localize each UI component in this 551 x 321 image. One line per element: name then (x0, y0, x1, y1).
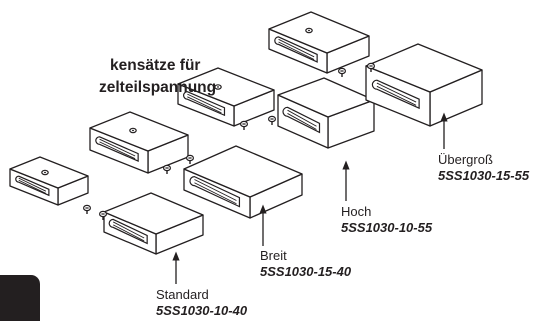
screw-icon (163, 164, 172, 174)
page-subtitle: zelteilspannung (99, 78, 216, 98)
screw-group (82, 62, 376, 220)
block-top-face (365, 43, 483, 93)
caption-hoch: Hoch 5SS1030-10-55 (341, 204, 432, 236)
block-slot-inner (99, 138, 136, 160)
block-breit (183, 145, 303, 219)
screw-hole-center (217, 86, 219, 88)
block-row4-left (268, 11, 370, 74)
caption-uebergross: Übergroß 5SS1030-15-55 (438, 152, 529, 184)
block-top-face (89, 111, 189, 152)
block-top-face (103, 192, 204, 235)
part-number: 5SS1030-10-55 (341, 220, 433, 235)
screw-icon (338, 67, 347, 77)
block-top-face (9, 156, 89, 189)
page-tab-marker (0, 275, 40, 321)
screw-icon (240, 120, 249, 130)
screw-icon (367, 62, 376, 72)
block-row2-left (89, 111, 189, 174)
arrow-group (172, 112, 448, 284)
block-slot-inner (112, 221, 145, 242)
caption-standard: Standard 5SS1030-10-40 (156, 287, 247, 319)
block-slot (282, 106, 321, 134)
block-slot (371, 79, 420, 110)
part-number: 5SS1030-10-40 (156, 303, 248, 318)
block-group (9, 11, 483, 255)
screw-icon (82, 204, 91, 214)
block-standard (103, 192, 204, 255)
block-slot (95, 136, 139, 163)
variant-name: Standard (156, 287, 209, 302)
block-uebergross (365, 43, 483, 127)
block-slot-inner (18, 177, 47, 194)
page-title: kensätze für (110, 56, 200, 76)
block-hoch (277, 77, 375, 149)
block-slot-inner (278, 38, 315, 60)
screw-hole-center (44, 171, 46, 174)
block-slot (189, 176, 241, 208)
screw-hole-center (132, 129, 134, 132)
title-line-2: zelteilspannung (99, 79, 217, 96)
block-top-face (183, 145, 303, 198)
variant-name: Breit (260, 248, 287, 263)
block-top-left (9, 156, 89, 206)
screw-icon (98, 210, 107, 220)
block-slot-inner (194, 179, 237, 205)
block-slot-inner (187, 93, 222, 114)
block-row3-left (177, 67, 275, 127)
screw-hole-center (308, 29, 310, 32)
block-slot-inner (376, 82, 417, 106)
part-number: 5SS1030-15-40 (260, 264, 352, 279)
variant-name: Hoch (341, 204, 372, 219)
screw-icon (268, 115, 277, 125)
variant-name: Übergroß (438, 152, 493, 167)
block-slot (183, 91, 226, 117)
title-line-1: kensätze für (110, 57, 201, 74)
block-top-face (268, 11, 370, 54)
block-slot (15, 175, 50, 197)
block-slot (108, 218, 148, 245)
block-slot-inner (287, 109, 317, 130)
part-number: 5SS1030-15-55 (438, 168, 530, 183)
caption-breit: Breit 5SS1030-15-40 (260, 248, 351, 280)
screw-icon (186, 154, 195, 164)
block-slot (274, 36, 318, 63)
block-top-face (177, 67, 275, 107)
